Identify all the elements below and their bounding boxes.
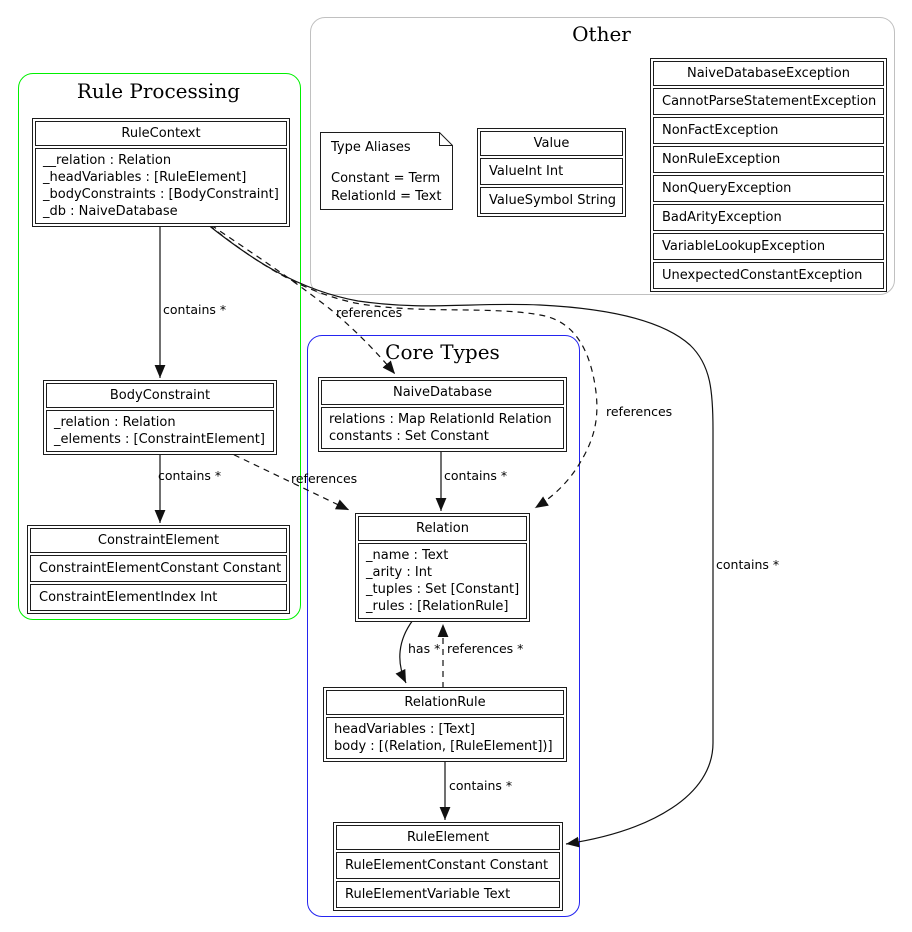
- field: constants : Set Constant: [329, 429, 489, 444]
- edge-label-relationrule-ruleelement: contains *: [449, 778, 513, 793]
- field: relations : Map RelationId Relation: [329, 412, 552, 427]
- group-core-types-title: Core Types: [385, 340, 500, 364]
- class-relation: Relation _name : Text _arity : Int _tupl…: [355, 513, 530, 622]
- exception-row: VariableLookupException: [653, 233, 884, 260]
- field: _name : Text: [366, 548, 449, 563]
- field: _relation : Relation: [54, 415, 176, 430]
- field: _db : NaiveDatabase: [43, 204, 178, 219]
- type-aliases-note-title: Type Aliases: [331, 140, 411, 155]
- class-naivedatabase-fields: relations : Map RelationId Relation cons…: [321, 407, 564, 449]
- class-naivedatabaseexception: NaiveDatabaseException CannotParseStatem…: [650, 58, 887, 292]
- class-naivedatabase: NaiveDatabase relations : Map RelationId…: [318, 377, 567, 452]
- constructor-row: RuleElementConstant Constant: [336, 852, 560, 879]
- field: __relation : Relation: [43, 153, 172, 168]
- exception-row: UnexpectedConstantException: [653, 262, 884, 289]
- constructor-row: ConstraintElementIndex Int: [30, 584, 287, 611]
- type-aliases-line: RelationId = Text: [331, 189, 442, 204]
- edge-label-bodyconstraint-relation-references: references: [291, 471, 358, 486]
- class-bodyconstraint: BodyConstraint _relation : Relation _ele…: [43, 380, 277, 455]
- exception-row: NonRuleException: [653, 146, 884, 173]
- exception-row: NonQueryException: [653, 175, 884, 202]
- class-relationrule-fields: headVariables : [Text] body : [(Relation…: [326, 717, 564, 759]
- class-bodyconstraint-fields: _relation : Relation _elements : [Constr…: [46, 410, 274, 452]
- class-value-title: Value: [480, 131, 623, 156]
- edge-label-naivedatabase-relation: contains *: [444, 468, 508, 483]
- field: _bodyConstraints : [BodyConstraint]: [43, 187, 279, 202]
- field: headVariables : [Text]: [334, 722, 475, 737]
- class-rulecontext: RuleContext __relation : Relation _headV…: [32, 118, 290, 227]
- field: _tuples : Set [Constant]: [366, 582, 520, 597]
- constructor-row: ValueInt Int: [480, 158, 623, 185]
- class-value: Value ValueInt Int ValueSymbol String: [477, 128, 626, 217]
- class-naivedatabaseexception-title: NaiveDatabaseException: [653, 61, 884, 86]
- edge-label-rulecontext-relation-references: references: [606, 404, 673, 419]
- class-relationrule-title: RelationRule: [326, 690, 564, 715]
- class-ruleelement: RuleElement RuleElementConstant Constant…: [333, 822, 563, 911]
- exception-row: CannotParseStatementException: [653, 88, 884, 115]
- class-relation-title: Relation: [358, 516, 527, 541]
- edge-label-relation-relationrule-has: has *: [408, 641, 441, 656]
- edge-label-bodyconstraint-constraintelement: contains *: [158, 468, 222, 483]
- field: body : [(Relation, [RuleElement])]: [334, 739, 553, 754]
- class-ruleelement-title: RuleElement: [336, 825, 560, 850]
- class-rulecontext-title: RuleContext: [35, 121, 287, 146]
- type-aliases-line: Constant = Term: [331, 171, 441, 186]
- exception-row: NonFactException: [653, 117, 884, 144]
- class-naivedatabase-title: NaiveDatabase: [321, 380, 564, 405]
- edge-label-rulecontext-naivedatabase-references: references: [336, 305, 403, 320]
- edge-label-relationrule-relation-references: references *: [447, 641, 524, 656]
- constructor-row: ConstraintElementConstant Constant: [30, 555, 287, 582]
- exception-row: BadArityException: [653, 204, 884, 231]
- edge-label-rulecontext-bodyconstraint: contains *: [163, 302, 227, 317]
- class-constraintelement: ConstraintElement ConstraintElementConst…: [27, 525, 290, 614]
- field: _headVariables : [RuleElement]: [43, 170, 247, 185]
- field: _arity : Int: [366, 565, 433, 580]
- class-rulecontext-fields: __relation : Relation _headVariables : […: [35, 148, 287, 224]
- class-constraintelement-title: ConstraintElement: [30, 528, 287, 553]
- group-rule-processing-title: Rule Processing: [76, 79, 241, 103]
- group-other-title: Other: [572, 22, 631, 46]
- field: _rules : [RelationRule]: [366, 599, 509, 614]
- field: _elements : [ConstraintElement]: [54, 432, 265, 447]
- class-bodyconstraint-title: BodyConstraint: [46, 383, 274, 408]
- class-relation-fields: _name : Text _arity : Int _tuples : Set …: [358, 543, 527, 619]
- constructor-row: RuleElementVariable Text: [336, 881, 560, 908]
- edge-label-rulecontext-ruleelement-contains: contains *: [716, 557, 780, 572]
- constructor-row: ValueSymbol String: [480, 187, 623, 214]
- class-relationrule: RelationRule headVariables : [Text] body…: [323, 687, 567, 762]
